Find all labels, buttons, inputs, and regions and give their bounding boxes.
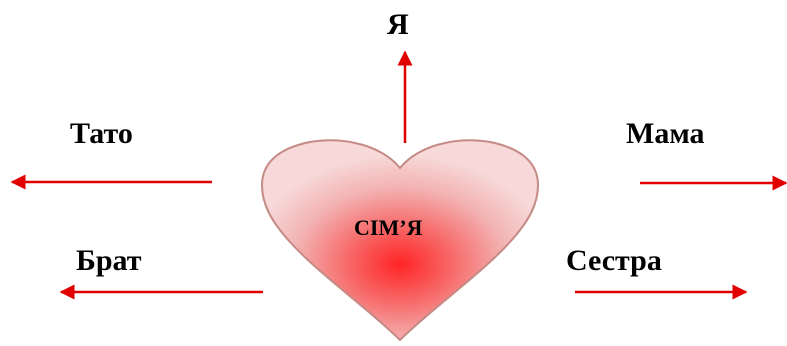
heart-center-label: СІМ’Я [354, 215, 423, 240]
label-brat: Брат [76, 244, 142, 277]
label-tato: Тато [70, 117, 133, 150]
label-ya: Я [387, 8, 409, 41]
label-sestra: Сестра [566, 244, 662, 277]
heart-shape [260, 139, 540, 342]
label-mama: Мама [626, 117, 705, 150]
